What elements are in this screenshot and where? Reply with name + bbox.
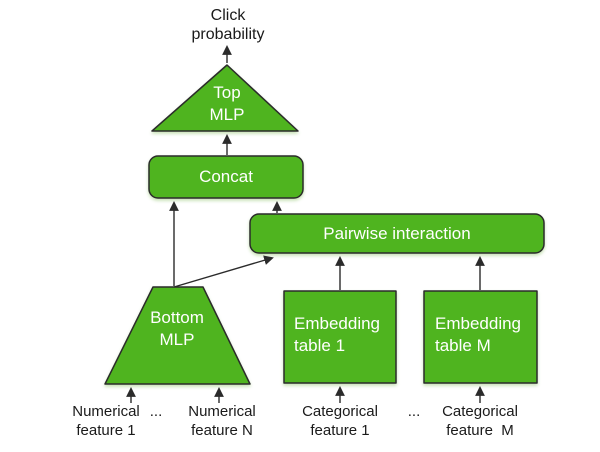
click-probability-label: Click probability (191, 7, 265, 43)
top-mlp-label: Top MLP (209, 83, 245, 124)
concat-label: Concat (199, 167, 253, 186)
embedding-table-m-box-shape (423, 290, 538, 384)
categorical-ellipsis-label: ... (407, 403, 421, 420)
pairwise-interaction-label: Pairwise interaction (323, 223, 471, 243)
bottom-mlp-label: Bottom MLP (150, 308, 204, 349)
bottom-mlp-trapezoid-shape (104, 286, 251, 385)
top-mlp-triangle-shape (151, 64, 299, 132)
numerical-feature-1-label: Numerical feature 1 (72, 403, 140, 439)
numerical-feature-n-label: Numerical feature N (188, 403, 256, 439)
arrow-bottommlp-to-pairwise (173, 255, 274, 288)
numerical-ellipsis-label: ... (149, 403, 163, 420)
embedding-table-1-label: Embedding table 1 (294, 314, 381, 355)
concat-box-shape (148, 155, 304, 199)
embedding-table-m-label: Embedding table M (435, 314, 522, 355)
embedding-table-1-box-shape (283, 290, 397, 384)
categorical-feature-1-label: Categorical feature 1 (302, 403, 378, 439)
pairwise-interaction-box-shape (249, 213, 545, 254)
categorical-feature-m-label: Categorical feature M (442, 403, 518, 439)
